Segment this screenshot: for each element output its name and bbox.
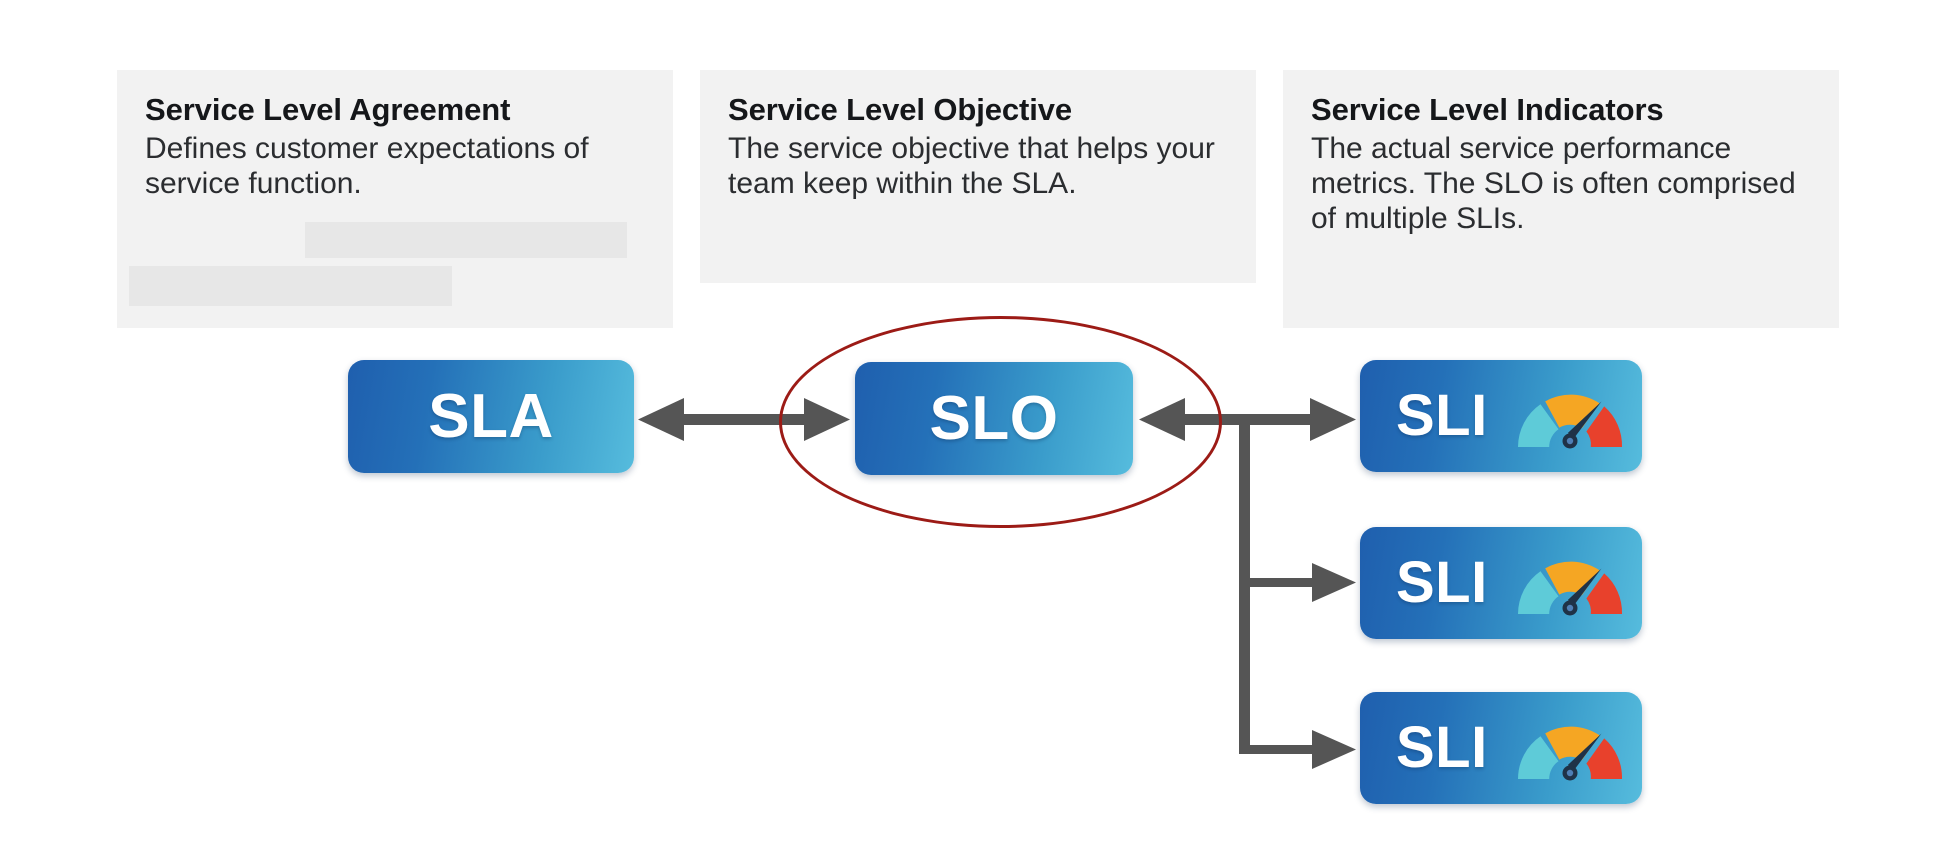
node-label-sli-2: SLI [1396,550,1488,615]
connector-vertical-trunk [1239,414,1250,754]
gauge-icon [1517,726,1622,781]
card-body-sla: Defines customer expectations of service… [145,131,589,200]
gauge-icon [1517,394,1622,449]
card-service-level-objective: Service Level Objective The service obje… [700,70,1256,283]
node-sli-2[interactable]: SLI [1360,527,1642,639]
card-service-level-indicators: Service Level Indicators The actual serv… [1283,70,1839,328]
card-title-sla: Service Level Agreement [145,92,511,127]
node-sla[interactable]: SLA [348,360,634,473]
card-title-sli: Service Level Indicators [1311,92,1664,127]
card-service-level-agreement: Service Level Agreement Defines customer… [117,70,673,328]
node-label-sli-3: SLI [1396,715,1488,780]
redaction-block-1 [305,222,627,258]
card-body-sli: The actual service performance metrics. … [1311,131,1796,236]
connector-trunk-to-sli-1 [1244,398,1356,441]
node-sli-1[interactable]: SLI [1360,360,1642,472]
highlight-ellipse-slo [779,316,1222,528]
node-label-sli-1: SLI [1396,383,1488,448]
node-sli-3[interactable]: SLI [1360,692,1642,804]
redaction-block-2 [129,266,452,306]
node-label-sla: SLA [428,381,554,451]
card-title-slo: Service Level Objective [728,92,1073,127]
card-body-slo: The service objective that helps your te… [728,131,1215,200]
connector-trunk-to-sli-3 [1244,730,1356,769]
connector-trunk-to-sli-2 [1244,563,1356,602]
gauge-icon [1517,561,1622,616]
